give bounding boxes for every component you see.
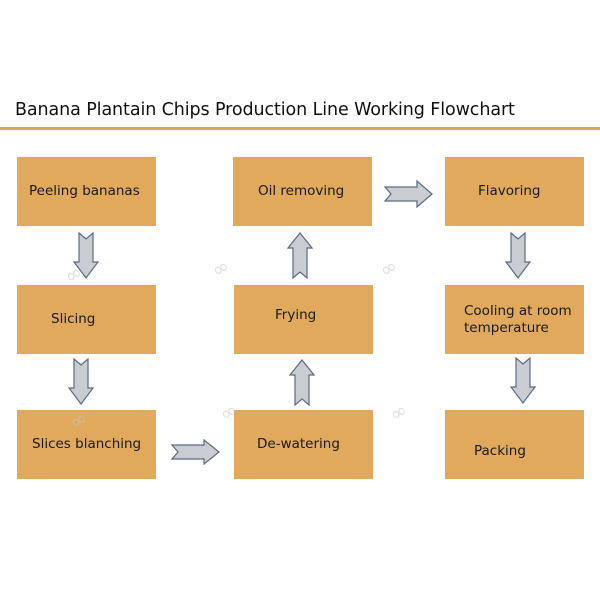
- step-slicing: Slicing: [17, 285, 156, 354]
- step-label: Peeling bananas: [29, 183, 140, 199]
- arrow-up-icon: [289, 359, 315, 407]
- step-label: Oil removing: [258, 183, 345, 199]
- step-label: Slices blanching: [32, 436, 142, 452]
- step-label: De-watering: [257, 436, 340, 452]
- arrow-down-icon: [68, 358, 94, 405]
- watermark-logo-icon: ∞: [207, 253, 234, 283]
- step-label: Flavoring: [478, 183, 541, 199]
- step-slices-blanching: Slices blanching: [17, 410, 156, 479]
- arrow-down-icon: [510, 357, 536, 404]
- step-packing: Packing: [445, 410, 584, 479]
- step-label: Frying: [275, 307, 317, 323]
- arrow-down-icon: [505, 232, 531, 279]
- step-cooling: Cooling at room temperature: [445, 285, 584, 354]
- step-de-watering: De-watering: [234, 410, 373, 479]
- arrow-right-icon: [384, 180, 433, 208]
- step-peeling-bananas: Peeling bananas: [17, 157, 156, 226]
- flowchart-title: Banana Plantain Chips Production Line Wo…: [15, 100, 515, 120]
- arrow-down-icon: [73, 232, 99, 279]
- step-flavoring: Flavoring: [445, 157, 584, 226]
- title-underline: [0, 127, 600, 130]
- step-frying: Frying: [234, 285, 373, 354]
- step-label: Cooling at room temperature: [464, 302, 572, 336]
- watermark-logo-icon: ∞: [385, 397, 412, 427]
- step-label: Packing: [474, 443, 526, 459]
- arrow-right-icon: [171, 439, 220, 465]
- watermark-logo-icon: ∞: [375, 253, 402, 283]
- arrow-up-icon: [287, 232, 313, 280]
- step-label: Slicing: [51, 311, 96, 327]
- step-oil-removing: Oil removing: [233, 157, 372, 226]
